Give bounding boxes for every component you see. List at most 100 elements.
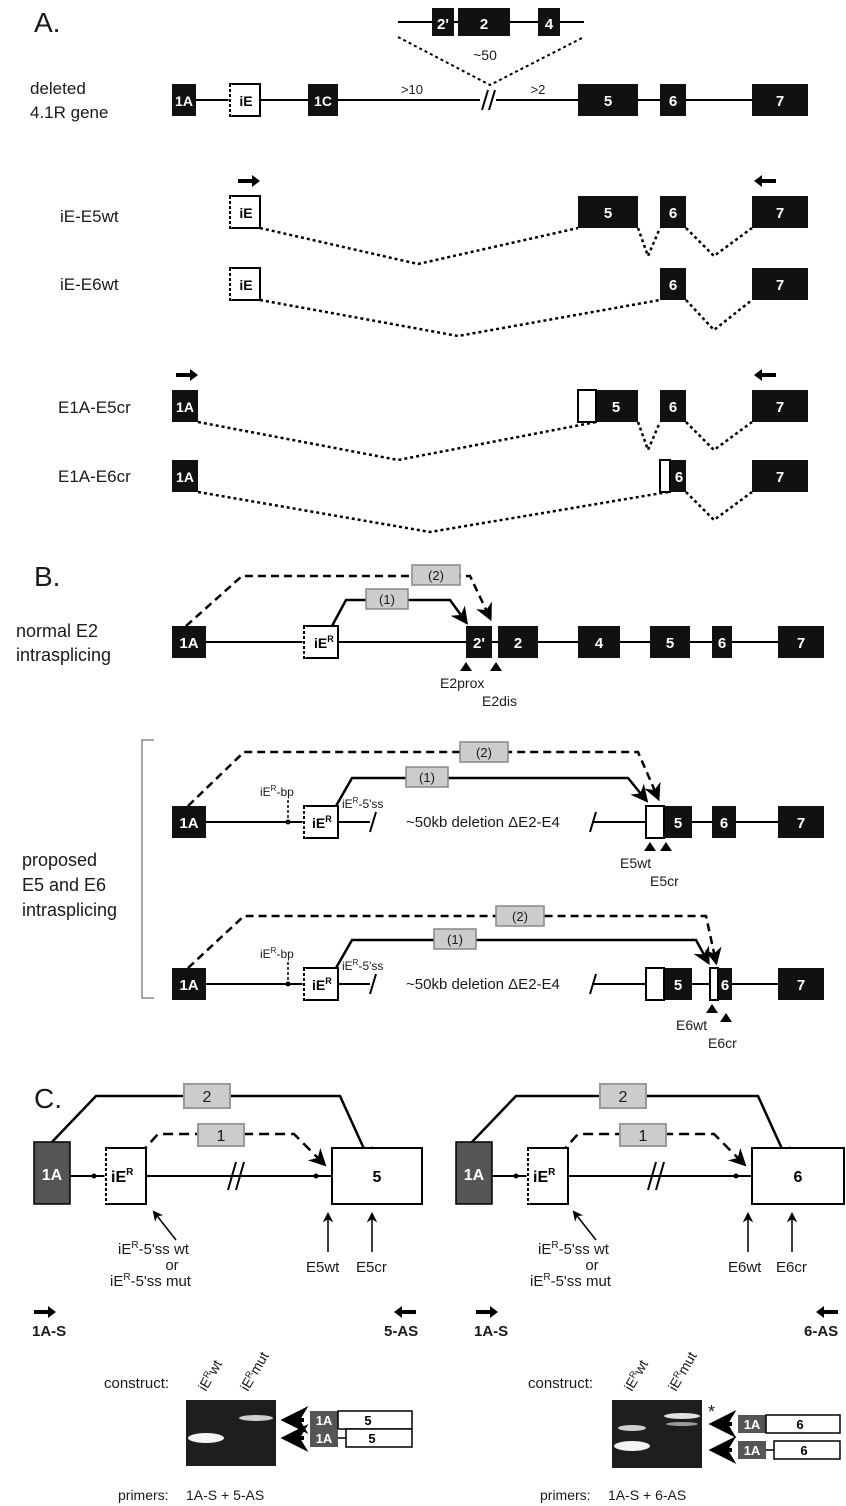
b1-exon-5: 5 (666, 635, 674, 652)
b2-exon-iER: iE (312, 815, 325, 831)
c-left-exon-1A: 1A (42, 1167, 63, 1184)
gene-label-2: 4.1R gene (30, 103, 108, 122)
c-left-ss-wt: -5'ss wt (139, 1241, 190, 1258)
c-right-band-lower-1A: 1A (744, 1443, 761, 1458)
b-e6wt: E6wt (676, 1017, 707, 1033)
t1-exon-6: 6 (669, 205, 677, 222)
b2-exon-6: 6 (720, 815, 728, 832)
b1-route-2: (2) (428, 568, 444, 583)
t3-exon-6: 6 (669, 399, 677, 416)
transcript-E1A-E6cr: E1A-E6cr (58, 467, 131, 486)
b2-deletion: ~50kb deletion ΔE2-E4 (406, 814, 560, 831)
c-right-exon-1A: 1A (464, 1167, 485, 1184)
c-right-or: or (585, 1257, 598, 1274)
c-right-band-lower-6: 6 (800, 1443, 807, 1458)
proposed-label-2: E5 and E6 (22, 875, 106, 895)
a-exon-1A: 1A (175, 93, 193, 109)
c-left-band-lower-5: 5 (368, 1431, 375, 1446)
b1-route-1: (1) (379, 592, 395, 607)
b1-sup-R: R (327, 634, 334, 644)
c-left-primer-1AS: 1A-S (32, 1323, 66, 1340)
c-right-box-2: 2 (619, 1089, 628, 1106)
svg-text:iER-5'ss wt: iER-5'ss wt (538, 1240, 610, 1258)
a-exon-iE: iE (239, 93, 252, 109)
c-left-ss-mut: -5'ss mut (131, 1273, 192, 1290)
c-right-primers: 1A-S + 6-AS (608, 1487, 686, 1503)
t3-exon-1A: 1A (176, 399, 194, 415)
inset-exon-2: 2 (480, 16, 488, 33)
c-left-primers-label: primers: (118, 1487, 169, 1503)
b1-exon-6: 6 (718, 635, 726, 652)
panel-b-label: B. (34, 561, 60, 592)
c-right-primers-label: primers: (540, 1487, 591, 1503)
t1-exon-7: 7 (776, 205, 784, 222)
transcript-E1A-E5cr: E1A-E5cr (58, 398, 131, 417)
panel-a: A. 2' 2 4 ~50 deleted 4.1R gene 1A iE 1C… (30, 7, 808, 532)
b1-exon-iER: iE (314, 635, 327, 651)
c-right-iER: iE (533, 1169, 548, 1186)
panel-a-label: A. (34, 7, 60, 38)
c-left-e5cr: E5cr (356, 1259, 387, 1276)
b-e6cr: E6cr (708, 1035, 737, 1051)
b3-exon-iER: iE (312, 977, 325, 993)
c-right-e6cr: E6cr (776, 1259, 807, 1276)
t4-exon-7: 7 (776, 469, 784, 486)
c-left-construct-label: construct: (104, 1375, 169, 1392)
c-right-primer-6AS: 6-AS (804, 1323, 838, 1340)
c-left-gel (186, 1400, 276, 1466)
b3-route-2: (2) (512, 909, 528, 924)
c-left-box-2: 2 (203, 1089, 212, 1106)
b1-exon-7: 7 (797, 635, 805, 652)
c-left-primers: 1A-S + 5-AS (186, 1487, 264, 1503)
proposed-label-3: intrasplicing (22, 900, 117, 920)
a-exon-6: 6 (669, 93, 677, 110)
a-exon-5: 5 (604, 93, 612, 110)
c-right-gel (612, 1400, 702, 1468)
svg-text:iER-5'ss mut: iER-5'ss mut (110, 1272, 192, 1290)
c-right-e6wt: E6wt (728, 1259, 762, 1276)
b2-exon-5: 5 (674, 815, 682, 832)
t1-exon-5: 5 (604, 205, 612, 222)
b1-exon-2prime: 2' (473, 635, 485, 652)
svg-text:iERmut: iERmut (665, 1349, 700, 1394)
b3-exon-5: 5 (674, 977, 682, 994)
c-left-or: or (165, 1257, 178, 1274)
b-e5wt: E5wt (620, 855, 651, 871)
svg-text:iER-bp: iER-bp (260, 784, 294, 799)
b3-exon-7: 7 (797, 977, 805, 994)
c-left-band-lower-1A: 1A (316, 1431, 333, 1446)
a-exon-7: 7 (776, 93, 784, 110)
t2-exon-iE: iE (239, 277, 252, 293)
c-left-iER: iE (111, 1169, 126, 1186)
b2-route-1: (1) (419, 770, 435, 785)
b2-bp: -bp (276, 785, 294, 799)
b-e2dis: E2dis (482, 693, 517, 709)
t2-exon-6: 6 (669, 277, 677, 294)
svg-text:iER-5'ss: iER-5'ss (342, 958, 383, 973)
b3-exon-6: 6 (721, 977, 729, 994)
panel-b: B. normal E2 intrasplicing (2) (1) 1A iE… (16, 561, 824, 1051)
dist-gt10: >10 (401, 82, 423, 97)
t3-exon-7: 7 (776, 399, 784, 416)
panel-c: C. 2 1 1A iER 5 iER-5'ss wt or iER-5'ss … (32, 1083, 844, 1503)
b3-deletion: ~50kb deletion ΔE2-E4 (406, 976, 560, 993)
c-right-star: * (708, 1402, 715, 1422)
svg-text:iERmut: iERmut (237, 1349, 272, 1394)
b3-route-1: (1) (447, 932, 463, 947)
c-right-ss-wt: -5'ss wt (559, 1241, 610, 1258)
c-right-primer-1AS: 1A-S (474, 1323, 508, 1340)
svg-text:iER-5'ss wt: iER-5'ss wt (118, 1240, 190, 1258)
svg-text:iER-bp: iER-bp (260, 946, 294, 961)
c-left-box-1: 1 (217, 1128, 226, 1145)
svg-text:iER-5'ss mut: iER-5'ss mut (530, 1272, 612, 1290)
svg-text:iERwt: iERwt (195, 1357, 225, 1394)
a-exon-1C: 1C (314, 93, 332, 109)
svg-text:iERwt: iERwt (621, 1357, 651, 1394)
b-e5cr: E5cr (650, 873, 679, 889)
panel-c-label: C. (34, 1083, 62, 1114)
normal-label-2: intrasplicing (16, 645, 111, 665)
b1-exon-4: 4 (595, 635, 604, 652)
c-left-band-upper-5: 5 (364, 1413, 371, 1428)
c-right-band-upper-6: 6 (796, 1417, 803, 1432)
